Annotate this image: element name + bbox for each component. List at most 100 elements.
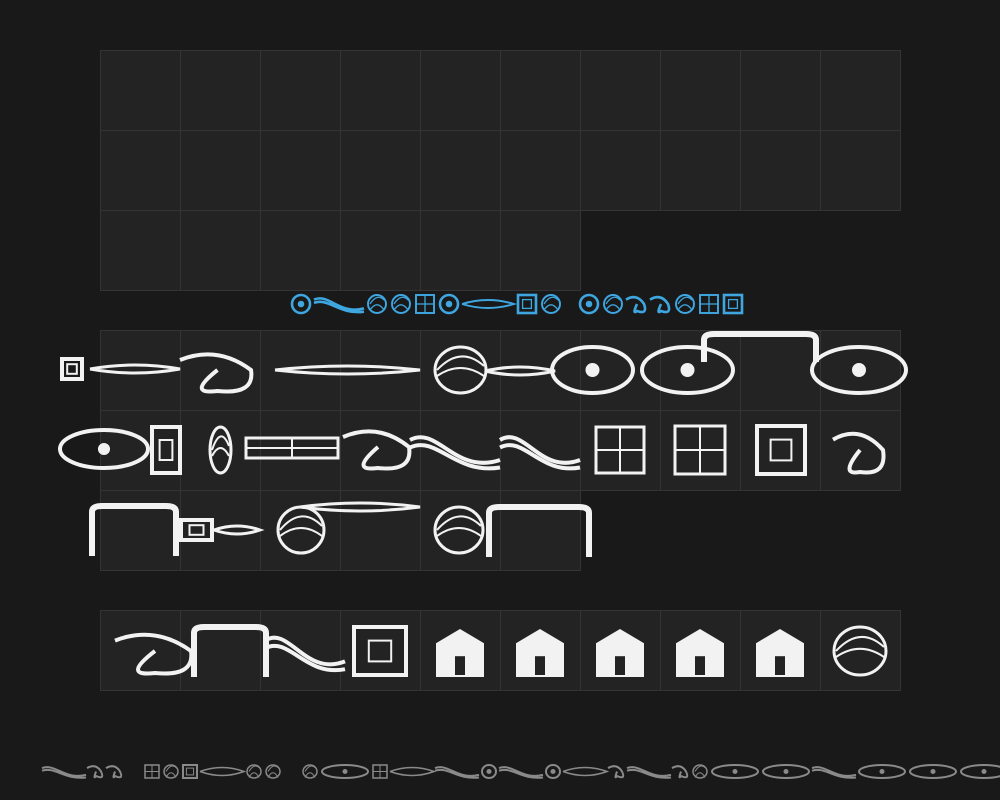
tulip-bar-glyph — [810, 345, 908, 395]
ball-glyph — [163, 764, 179, 779]
line-glyph — [461, 299, 518, 309]
glyph-cell[interactable] — [421, 411, 501, 491]
ball-glyph — [603, 294, 623, 314]
maze-square-glyph — [372, 764, 388, 779]
glyph-cell[interactable] — [341, 51, 421, 131]
wave-glyph — [409, 435, 501, 471]
glyph-cell[interactable] — [581, 131, 661, 211]
tulip-bar-glyph — [858, 764, 906, 779]
glyph-cell[interactable] — [101, 131, 181, 211]
maze-square-glyph — [699, 294, 719, 314]
maze-square-glyph — [144, 764, 160, 779]
tulip-bar-glyph — [290, 293, 312, 315]
glyph-cell[interactable] — [741, 331, 821, 411]
flower-oval-glyph — [545, 764, 561, 779]
flower-oval-glyph — [550, 345, 635, 395]
ball-glyph — [433, 345, 488, 395]
glyph-cell[interactable] — [181, 331, 261, 411]
glyph-cell[interactable] — [181, 211, 261, 291]
wave-glyph — [811, 766, 857, 779]
line-glyph — [389, 766, 437, 777]
tulip-line-glyph — [274, 364, 421, 376]
glyph-cell[interactable] — [261, 131, 341, 211]
ball-glyph — [541, 294, 561, 314]
glyph-cell[interactable] — [501, 331, 581, 411]
glyph-cell[interactable] — [181, 51, 261, 131]
leaf-square-glyph — [649, 295, 671, 314]
glyph-cell[interactable] — [421, 131, 501, 211]
leaf-line-glyph — [89, 363, 181, 375]
glyph-cell[interactable] — [181, 411, 261, 491]
glyph-cell[interactable] — [101, 211, 181, 291]
wave-glyph — [313, 297, 365, 314]
wave-bar-glyph — [263, 635, 346, 673]
glyph-cell[interactable] — [261, 211, 341, 291]
swirl-bar-glyph — [114, 632, 194, 676]
swirl-glyph — [179, 352, 254, 394]
glyph-cell[interactable] — [101, 411, 181, 491]
handle-bar-glyph — [191, 624, 269, 677]
wave-glyph — [498, 766, 544, 779]
glyph-cell[interactable] — [341, 131, 421, 211]
crown-icon-glyph — [596, 629, 644, 677]
glyph-cell[interactable] — [501, 131, 581, 211]
handle-glyph — [89, 503, 179, 556]
glyph-cell[interactable] — [661, 131, 741, 211]
glyph-cell[interactable] — [821, 51, 901, 131]
wave-glyph — [41, 766, 87, 779]
glyph-cell[interactable] — [421, 211, 501, 291]
leaf-square-glyph — [625, 295, 647, 314]
ball-glyph — [367, 294, 387, 314]
tulip-bar-glyph — [960, 764, 1000, 779]
line-glyph — [484, 365, 556, 377]
border-strip-glyph — [244, 436, 340, 460]
glyph-cell[interactable] — [501, 51, 581, 131]
leaf-square-glyph — [832, 431, 886, 475]
glyph-cell[interactable] — [581, 51, 661, 131]
glyph-cell[interactable] — [501, 411, 581, 491]
figure-icon-glyph — [436, 629, 484, 677]
arch-handle-glyph — [701, 331, 819, 362]
glyph-cell[interactable] — [101, 51, 181, 131]
wave-glyph — [626, 766, 672, 779]
square-frame-glyph — [179, 518, 214, 542]
tile-grid-glyph — [594, 425, 646, 475]
ball-glyph — [391, 294, 411, 314]
nested-square-glyph — [352, 625, 408, 677]
glyph-cell[interactable] — [821, 131, 901, 211]
glyph-cell[interactable] — [741, 51, 821, 131]
glyph-cell[interactable] — [501, 211, 581, 291]
tulip-bar-glyph — [711, 764, 759, 779]
square-frame-glyph — [722, 293, 744, 315]
square-frame-glyph — [755, 424, 807, 476]
tulip-bar-glyph — [909, 764, 957, 779]
line-glyph — [199, 766, 247, 777]
seed-glyph — [302, 764, 318, 779]
tulip-bar-glyph — [321, 764, 369, 779]
glyph-cell[interactable] — [661, 51, 741, 131]
glyph-cell[interactable] — [421, 51, 501, 131]
tulip-bar-glyph — [578, 293, 600, 315]
ball-glyph — [276, 505, 326, 555]
square-frame-glyph — [60, 357, 84, 381]
wave-glyph — [434, 766, 480, 779]
tulip-bar-glyph — [762, 764, 810, 779]
leaf-square-glyph — [105, 765, 123, 779]
ball-glyph — [433, 505, 485, 555]
glyph-cell[interactable] — [101, 611, 181, 691]
glyph-cell[interactable] — [261, 51, 341, 131]
castle-icon-glyph — [516, 629, 564, 677]
swirl-glyph — [607, 765, 625, 779]
line-glyph — [562, 766, 610, 777]
glyph-cell[interactable] — [741, 131, 821, 211]
swirl-glyph — [671, 765, 689, 779]
glyph-cell[interactable] — [341, 211, 421, 291]
empty-glyph-grid — [100, 50, 901, 291]
ball-glyph — [246, 764, 262, 779]
wave-glyph — [498, 435, 581, 471]
swirl-glyph — [86, 765, 104, 779]
glyph-cell[interactable] — [261, 411, 341, 491]
tulip-leaf-glyph — [640, 345, 735, 395]
glyph-cell[interactable] — [181, 131, 261, 211]
